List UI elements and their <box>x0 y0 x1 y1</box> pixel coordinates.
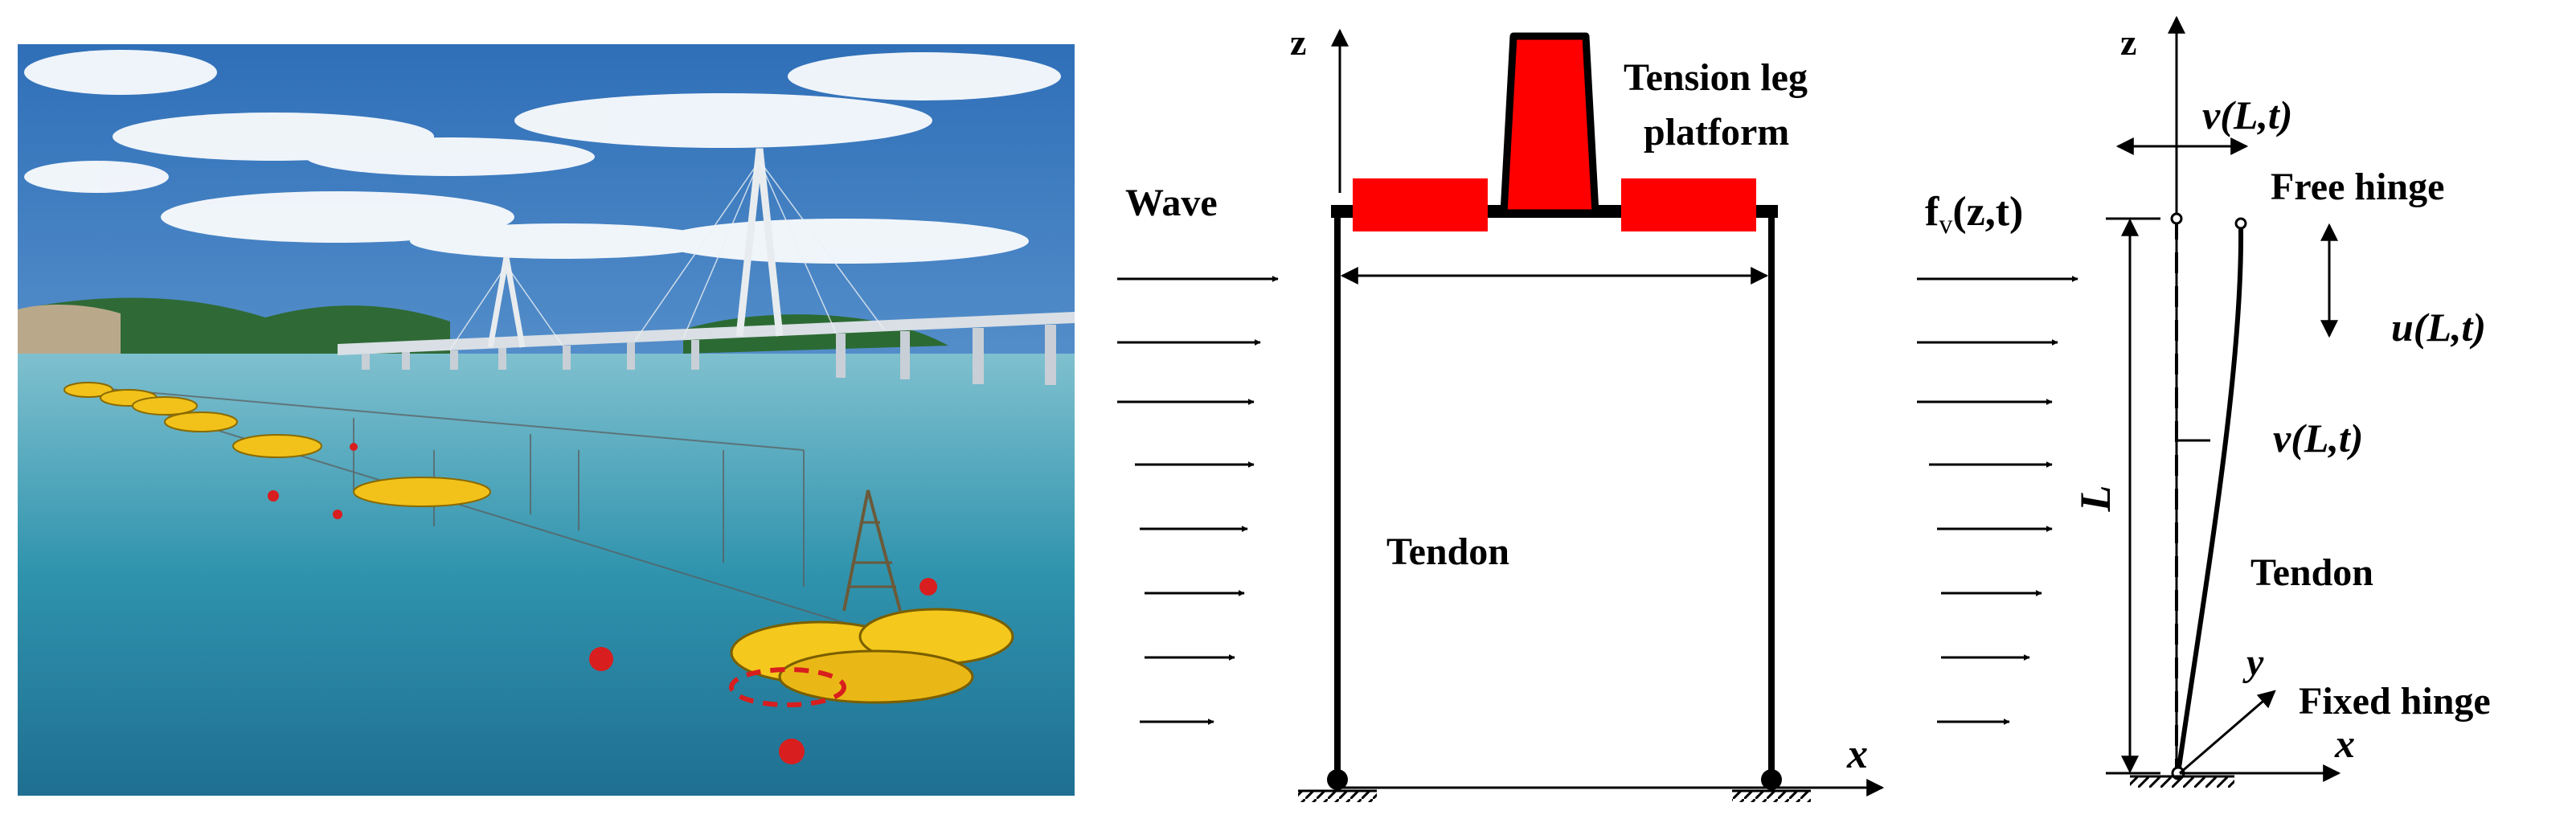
x-axis-label: x <box>1846 731 1868 777</box>
y-axis-label: y <box>2242 641 2264 684</box>
bridge <box>338 148 1075 385</box>
mooring-lines <box>72 385 885 636</box>
platform-label-line1: Tension leg <box>1624 56 1808 99</box>
axial-displacement-label: u(L,t) <box>2391 305 2486 350</box>
tendon-ground <box>2130 776 2234 788</box>
deformed-tendon <box>2176 226 2244 774</box>
cliff <box>18 304 121 366</box>
wave-label: Wave <box>1125 182 1218 224</box>
length-label: L <box>2071 485 2119 513</box>
platform-diagram: z Tension leg platform Tendon x Wave <box>1117 22 1885 802</box>
z-axis-label: z <box>1290 22 1306 63</box>
photo-panel <box>18 44 1075 796</box>
platform-model <box>729 489 1014 707</box>
pontoon-left <box>1353 178 1488 231</box>
load-label: fv(z,t) <box>1925 189 2023 240</box>
left-ground <box>1298 791 1377 802</box>
load-args: (z,t) <box>1952 189 2023 235</box>
free-hinge-label: Free hinge <box>2271 166 2444 208</box>
top-displacement-label: v(L,t) <box>2202 92 2292 137</box>
red-markers <box>268 443 937 764</box>
tendon-model-label: Tendon <box>2250 551 2373 594</box>
pontoon-right <box>1621 178 1756 231</box>
platform-column <box>1500 32 1599 217</box>
fixed-hinge-label: Fixed hinge <box>2299 680 2491 723</box>
top-hinge-deformed <box>2234 217 2247 230</box>
mid-displacement-label: v(L,t) <box>2273 416 2363 461</box>
top-hinge-undeformed <box>2170 212 2183 225</box>
y-axis <box>2179 690 2276 775</box>
load-arrows <box>1917 276 2078 725</box>
load-subscript: v <box>1939 210 1952 240</box>
tendon-z-axis-label: z <box>2120 22 2136 63</box>
tendon-x-axis-label: x <box>2334 721 2355 766</box>
right-anchor <box>1761 769 1782 790</box>
left-anchor <box>1327 769 1348 790</box>
floating-buoys <box>63 382 491 507</box>
wave-arrows <box>1117 276 1279 725</box>
load-symbol: f <box>1925 189 1939 235</box>
right-ground <box>1732 791 1811 802</box>
tendon-diagram: z v(L,t) Free hinge u(L,t) v(L,t) L Tend… <box>1917 15 2491 788</box>
platform-label-line2: platform <box>1644 111 1789 154</box>
tendon-label: Tendon <box>1386 530 1509 573</box>
clouds <box>24 50 1061 264</box>
